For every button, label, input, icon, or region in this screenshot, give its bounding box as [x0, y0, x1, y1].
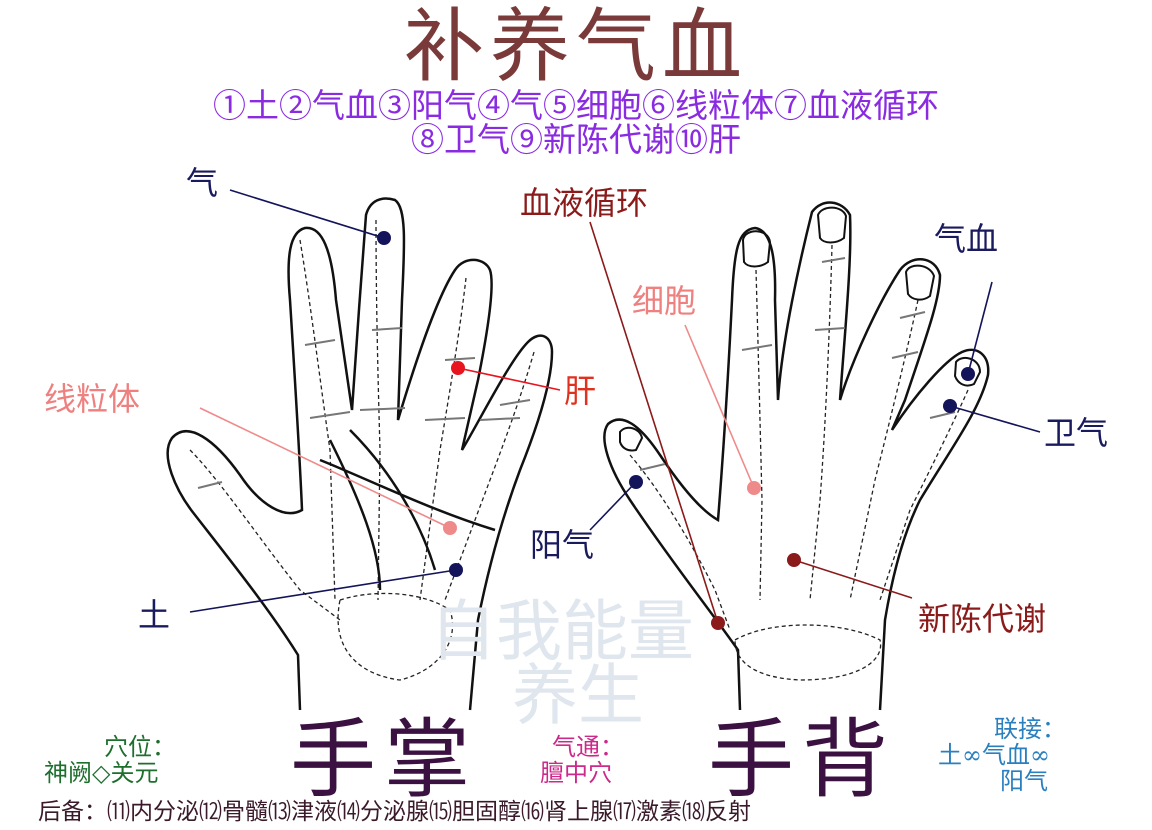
acupoints: [377, 231, 975, 630]
point-gan: [451, 361, 465, 375]
leader-lines: [189, 189, 1041, 624]
point-tu: [449, 563, 463, 577]
back-hand-outline: [603, 201, 990, 711]
link-title: 联接：: [994, 715, 1066, 743]
legend-line-2: ⑧卫气⑨新陈代谢⑩肝: [411, 120, 741, 159]
point-xueye: [711, 616, 725, 630]
qitong-value: 膻中穴: [540, 759, 612, 787]
point-xianliti: [443, 521, 457, 535]
label-xueye: 血液循环: [520, 184, 649, 222]
point-xinchen: [787, 553, 801, 567]
label-qi: 气: [186, 164, 219, 202]
label-yangqi: 阳气: [530, 526, 595, 564]
palm-lines: [319, 429, 496, 591]
palm-creases: [197, 327, 531, 489]
point-qixue: [961, 367, 975, 381]
link-line-2: 阳气: [1000, 767, 1048, 795]
footer-note: 后备：⑾内分泌⑿骨髓⒀津液⒁分泌腺⒂胆固醇⒃肾上腺⒄激素⒅反射: [38, 799, 751, 825]
label-tu: 土: [138, 596, 171, 634]
acupoint-value: 神阙◇关元: [44, 759, 159, 787]
caption-palm: 手掌: [290, 710, 478, 810]
palm-hand-outline: [166, 197, 554, 711]
label-xibao: 细胞: [632, 282, 697, 320]
label-gan: 肝: [564, 372, 597, 410]
watermark-line-1: 自我能量: [430, 593, 694, 670]
point-yangqi: [629, 475, 643, 489]
label-qixue: 气血: [934, 220, 999, 258]
point-xibao: [747, 481, 761, 495]
back-nails: [619, 206, 982, 452]
point-qi: [377, 231, 391, 245]
point-weiqi: [943, 399, 957, 413]
label-xianliti: 线粒体: [44, 380, 141, 418]
back-creases: [639, 257, 956, 471]
back-bones: [629, 244, 969, 681]
watermark-line-2: 养生: [512, 657, 644, 734]
caption-back: 手背: [708, 710, 896, 810]
link-line-1: 土∞气血∞: [938, 741, 1050, 769]
qitong-title: 气通：: [552, 733, 624, 761]
palm-bones: [189, 219, 535, 681]
acupoint-title: 穴位：: [104, 733, 176, 761]
legend-line-1: ①土②气血③阳气④气⑤细胞⑥线粒体⑦血液循环: [213, 86, 939, 125]
label-xinchen: 新陈代谢: [918, 600, 1047, 638]
page-title: 补养气血: [404, 0, 748, 93]
label-weiqi: 卫气: [1044, 414, 1109, 452]
